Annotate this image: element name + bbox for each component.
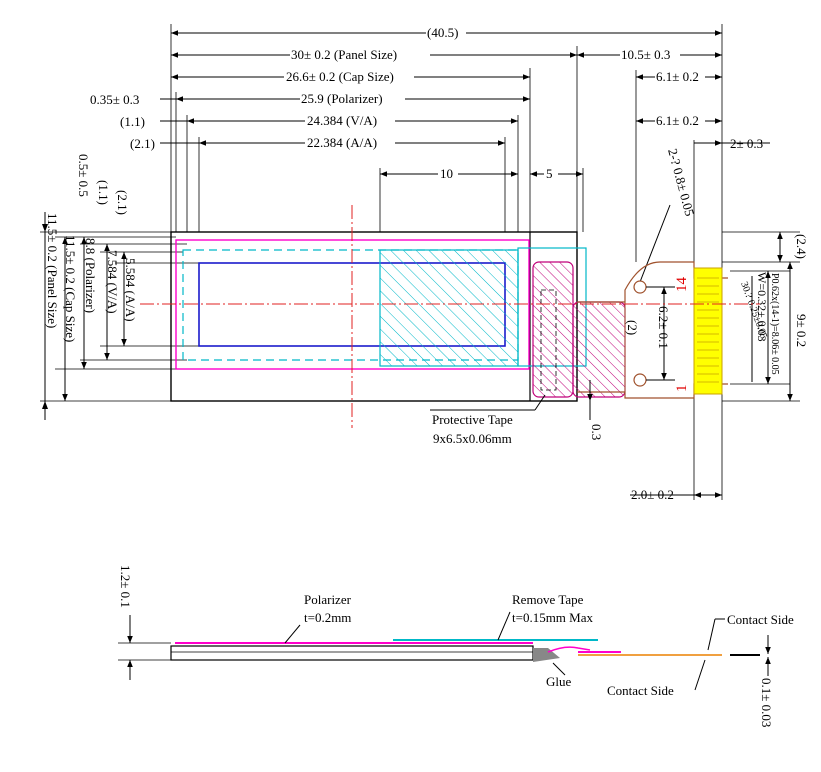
dim-10-text: 10: [440, 166, 453, 181]
pitch-text: P0.62x(14-1)=8.06± 0.05: [769, 273, 780, 375]
left-2-1-text: (2.1): [115, 190, 130, 215]
polarizer-thickness: t=0.2mm: [304, 610, 351, 625]
glass-stack: [170, 645, 534, 661]
fpc-bend: [547, 646, 591, 653]
dim-2-0-text: 2.0± 0.2: [631, 487, 674, 502]
ic-chip: [532, 261, 574, 398]
right-9-text: 9± 0.2: [794, 314, 809, 347]
hole-text: 2-? 0.8± 0.05: [665, 147, 697, 218]
hole-leader: [639, 204, 671, 283]
cap-width-text: 26.6± 0.2 (Cap Size): [286, 69, 394, 84]
contact-pad-lines: [697, 277, 719, 383]
tape-leader-a: [534, 394, 546, 411]
glue-leader: [552, 662, 566, 676]
protective-tape-size: 9x6.5x0.06mm: [433, 431, 512, 446]
glue-label: Glue: [546, 674, 572, 689]
contact-top-leader-b: [707, 618, 716, 651]
glue: [533, 648, 560, 662]
aa-offset-text: (2.1): [130, 136, 155, 151]
cap-height-text: 11.5± 0.2 (Cap Size): [63, 235, 78, 342]
right-2-4-text: (2.4): [794, 234, 809, 259]
pol-offset-text: 0.35± 0.3: [90, 92, 139, 107]
va-height-text: 7.584 (V/A): [105, 250, 120, 314]
dim-6-2-text: 6.2± 0.1: [656, 306, 671, 349]
contact-pads: [693, 267, 723, 395]
ic-dashed: [540, 289, 557, 391]
thickness-text: 1.2± 0.1: [118, 565, 133, 608]
alignment-hole-bottom: [633, 373, 647, 387]
fpc-dim-b-text: 6.1± 0.2: [656, 113, 699, 128]
polarizer-label: Polarizer: [304, 592, 352, 607]
remove-tape-label: Remove Tape: [512, 592, 584, 607]
side-view: 1.2± 0.1 Polarizer t=0.2mm Remove Tape t…: [118, 565, 794, 727]
va-offset-text: (1.1): [120, 114, 145, 129]
fpc-thickness-text: 0.1± 0.03: [759, 678, 774, 727]
remove-tape-thickness: t=0.15mm Max: [512, 610, 593, 625]
left-0-5-text: 0.5± 0.5: [76, 154, 91, 197]
fpc-length-text: 10.5± 0.3: [621, 47, 670, 62]
aa-width-text: 22.384 (A/A): [307, 135, 377, 150]
remove-tape-leader: [497, 611, 511, 641]
polarizer-leader: [284, 624, 301, 644]
alignment-hole-top: [633, 280, 647, 294]
contact-bottom-leader: [694, 659, 706, 691]
top-view: (40.5) 30± 0.2 (Panel Size) 10.5± 0.3 26…: [40, 24, 809, 502]
pol-height-text: 8.8 (Polarizer): [83, 238, 98, 313]
contact-side-top: Contact Side: [727, 612, 794, 627]
dim-0-3-text: 0.3: [589, 424, 604, 440]
pin-w-text: W=0.32± 0.03: [755, 272, 769, 342]
left-1-1-text: (1.1): [96, 180, 111, 205]
pin-1-label: 1: [674, 385, 690, 393]
remove-tape: [379, 249, 519, 367]
protective-tape-label: Protective Tape: [432, 412, 513, 427]
panel-height-text: 11.5± 0.2 (Panel Size): [45, 213, 60, 328]
dim-2-text: (2): [625, 320, 640, 335]
polarizer-width-text: 25.9 (Polarizer): [301, 91, 383, 106]
va-width-text: 24.384 (V/A): [307, 113, 377, 128]
left-extension-lines: [40, 231, 199, 402]
pin-14-label: 14: [674, 277, 690, 293]
fpc-2-text: 2± 0.3: [730, 136, 763, 151]
panel-width-text: 30± 0.2 (Panel Size): [291, 47, 397, 62]
dim-5-text: 5: [546, 166, 553, 181]
contact-side-bottom: Contact Side: [607, 683, 674, 698]
protective-tape: [572, 301, 626, 398]
overall-width-text: (40.5): [427, 25, 458, 40]
fpc-dim-a-text: 6.1± 0.2: [656, 69, 699, 84]
aa-height-text: 5.584 (A/A): [123, 258, 138, 322]
